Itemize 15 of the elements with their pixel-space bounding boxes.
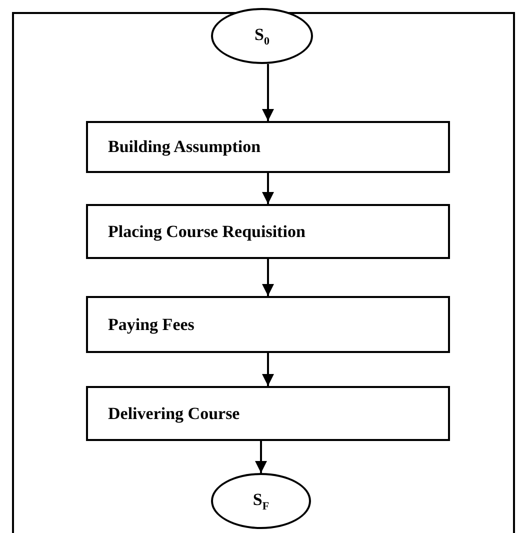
- process-box: [86, 204, 450, 259]
- node-label: S$_{0}$: [254, 24, 270, 48]
- arrow: [262, 173, 274, 204]
- arrow: [262, 64, 274, 121]
- node-label: S$_{F}$: [252, 490, 270, 512]
- process-box: [86, 386, 450, 441]
- node-label: Paying Fees: [108, 314, 194, 334]
- node-label: Placing Course Requisition: [108, 222, 306, 242]
- arrow: [262, 259, 274, 296]
- node-label: Delivering Course: [108, 404, 240, 424]
- arrow: [255, 441, 267, 473]
- arrow: [262, 353, 274, 386]
- node-label: Building Assumption: [108, 137, 261, 157]
- process-box: [86, 121, 450, 173]
- process-box: [86, 296, 450, 353]
